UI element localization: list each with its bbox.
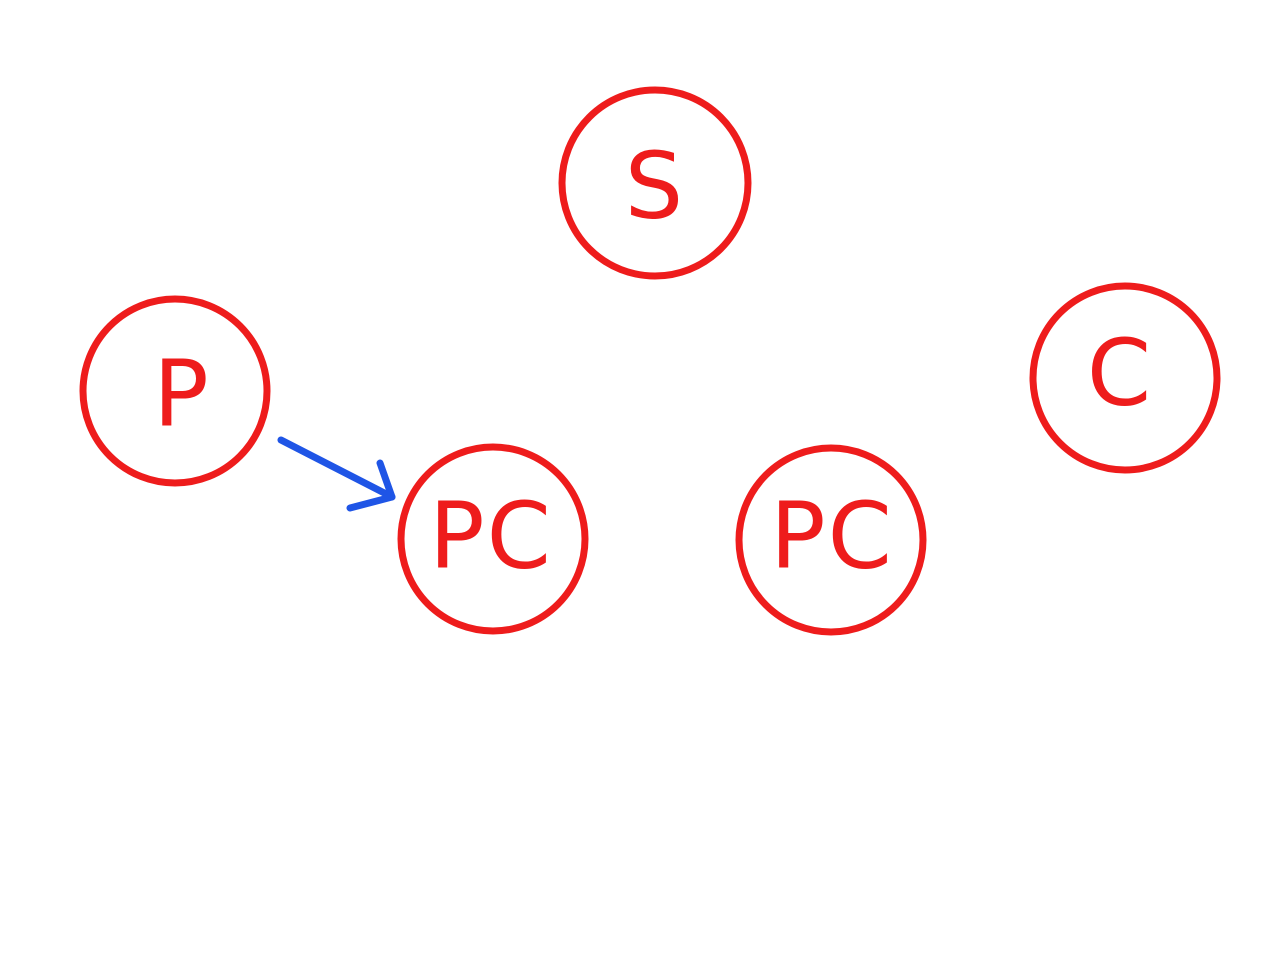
node-s-label: S [625,133,685,240]
arrow-p-to-pc-head [346,459,396,512]
arrow-p-to-pc-shaft [277,436,396,501]
node-c: C [1029,282,1221,474]
node-pc-right-circle [735,444,927,636]
node-p: P [79,295,271,487]
node-pc-left: PC [397,443,589,635]
node-pc-right-label: PC [770,483,894,590]
node-pc-right: PC [735,444,927,636]
node-c-circle [1029,282,1221,474]
node-pc-left-label: PC [429,483,553,590]
arrow-p-to-pc [277,436,396,512]
node-pc-left-circle [397,443,589,635]
node-s-circle [558,86,752,280]
node-p-label: P [153,341,210,448]
node-c-label: C [1087,320,1153,427]
node-p-circle [79,295,271,487]
node-s: S [558,86,752,280]
